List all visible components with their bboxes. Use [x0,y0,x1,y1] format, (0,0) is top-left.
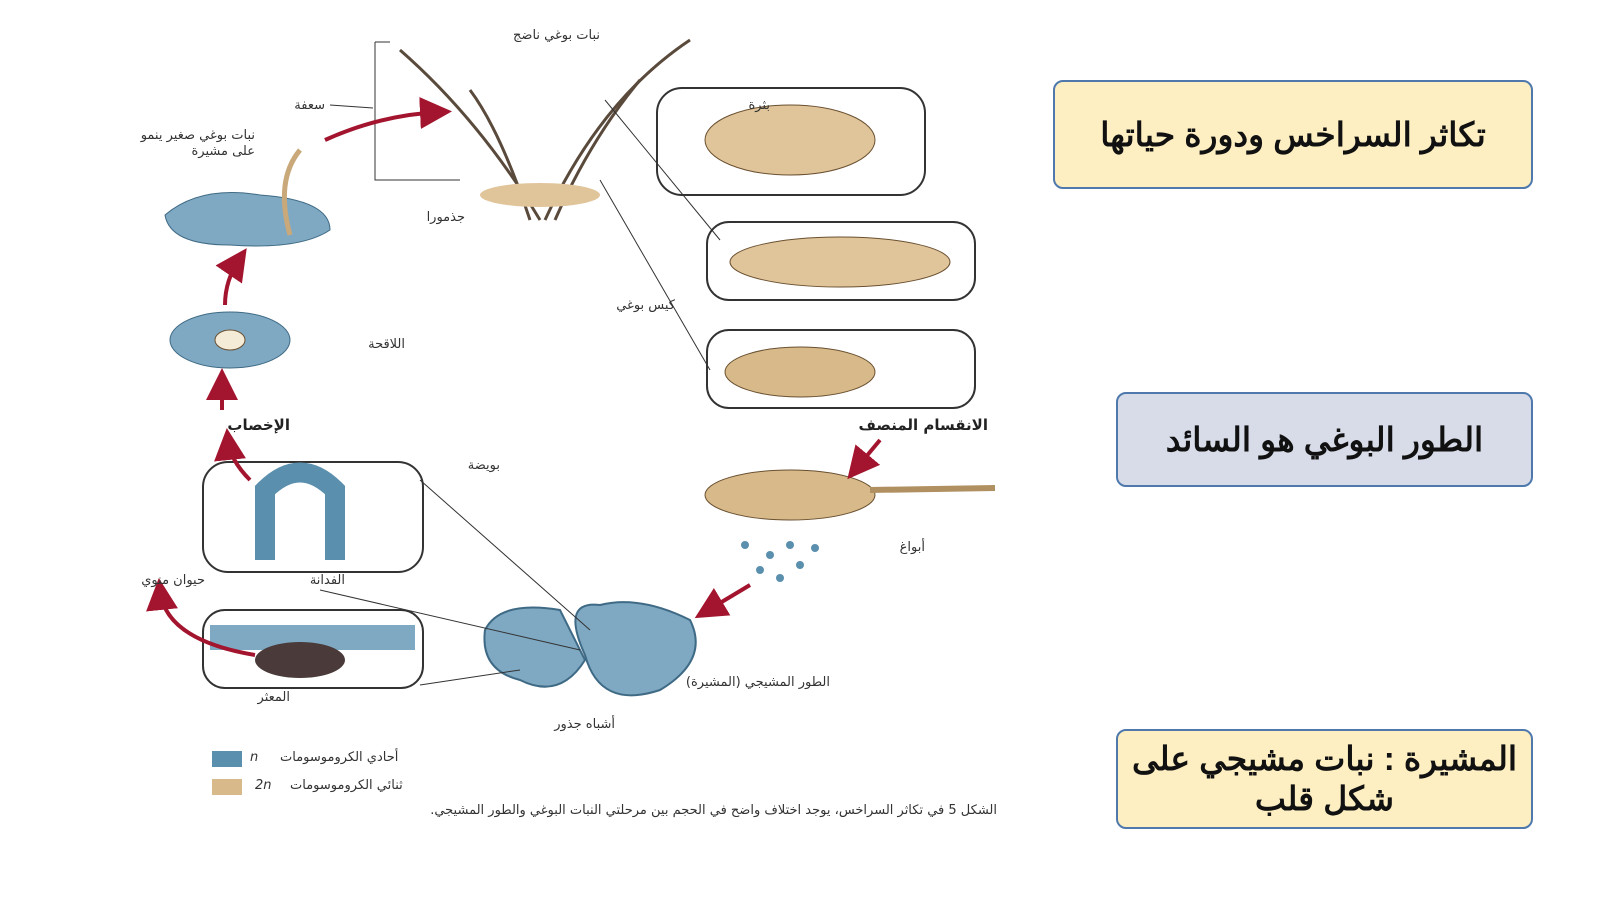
prothallus-card-text: المشيرة : نبات مشيجي على شكل قلب [1131,740,1518,817]
gametophyte-shape [574,601,697,697]
label-antheridium: المعثر [257,690,290,705]
label-rhizome: جذمورا [426,210,465,225]
legend-symbol-diploid: 2n [255,778,272,793]
frond-underside [704,104,876,176]
dominant-phase-card: الطور البوغي هو السائد [1116,392,1533,487]
archegonium-box [202,461,424,573]
label-young-sporophyte: نبات بوغي صغير ينمو على مشيرة [140,128,255,159]
legend-text-diploid: ثنائي الكروموسومات [290,778,403,793]
sporangium-detail-box [706,329,976,409]
title-card: تكاثر السراخس ودورة حياتها [1053,80,1533,189]
young-sporophyte-shape [164,192,331,247]
label-gametophyte: الطور المشيجي (المشيرة) [685,675,830,690]
rhizome-shape [480,183,600,207]
label-meiosis: الانقسام المنصف [858,416,988,434]
title-card-text: تكاثر السراخس ودورة حياتها [1100,115,1486,153]
label-archegonium: الفدانة [309,573,345,588]
label-frond: سعفة [294,98,325,113]
antheridium-box [202,609,424,689]
legend-swatch-haploid [212,751,242,767]
label-sporangium: كيس بوغي [616,298,675,313]
label-fertilization: الإخصاب [227,416,290,434]
label-rhizoids: أشباه جذور [554,717,615,732]
label-mature-sporophyte: نبات بوغي ناضج [513,28,600,43]
label-zygote: اللاقحة [368,337,405,352]
prothallus-card: المشيرة : نبات مشيجي على شكل قلب [1116,729,1533,829]
sorus-detail-box [706,221,976,301]
dominant-phase-card-text: الطور البوغي هو السائد [1165,420,1484,458]
legend-symbol-haploid: n [250,750,259,765]
label-epidermis: بثرة [748,98,770,113]
label-spores: أبواغ [899,540,925,555]
figure-caption: الشكل 5 في تكاثر السراخس، يوجد اختلاف وا… [430,803,997,818]
label-egg: بويضة [467,458,500,473]
legend-text-haploid: أحادي الكروموسومات [280,750,399,765]
legend-swatch-diploid [212,779,242,795]
frond-detail-box [656,87,926,196]
opening-sporangium [704,469,876,521]
label-sperm: حيوان منوي [141,573,205,588]
